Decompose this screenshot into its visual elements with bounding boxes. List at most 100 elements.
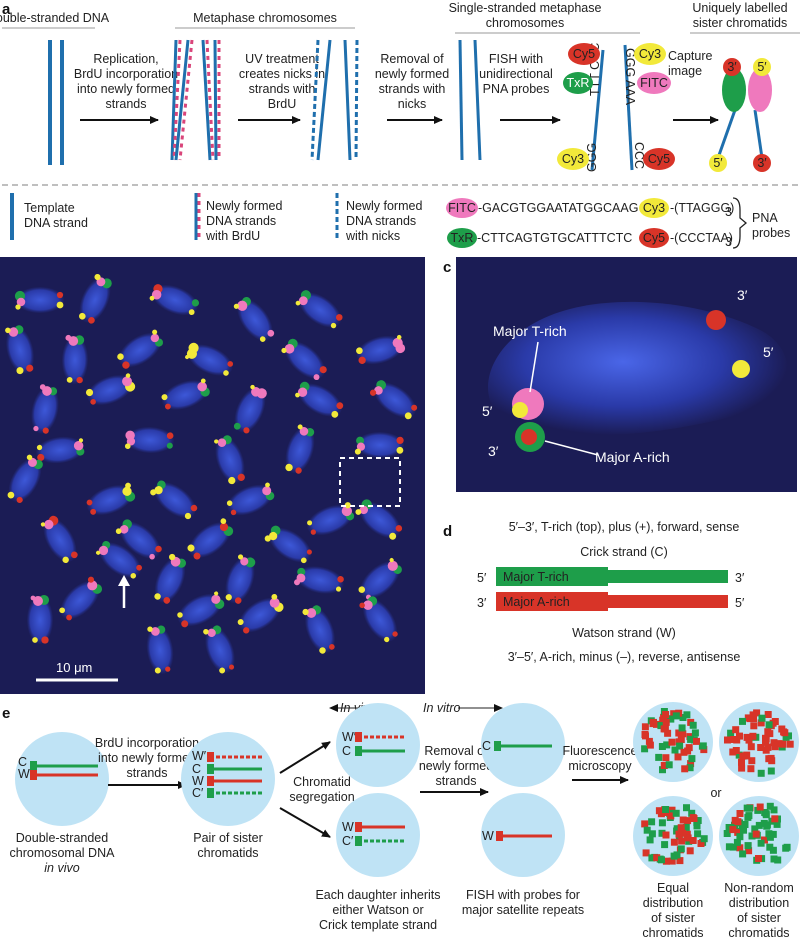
chromosome xyxy=(307,502,355,536)
square-mark xyxy=(752,830,760,838)
step1-line2: BrdU incorporation xyxy=(74,67,178,81)
step2-line2: creates nicks in xyxy=(239,67,325,81)
e-equal-3: of sister xyxy=(651,911,695,925)
chromosome xyxy=(354,431,404,459)
major-t-box xyxy=(496,567,608,586)
label-double-stranded-dna: Double-stranded DNA xyxy=(0,11,110,25)
e-fl-1: Fluorescence xyxy=(562,744,637,758)
square-mark xyxy=(758,714,766,722)
panel-b: b 10 μm xyxy=(0,257,425,694)
chromosome xyxy=(59,576,103,621)
square-mark xyxy=(757,769,765,777)
svg-text:Cy5: Cy5 xyxy=(573,47,595,61)
c-three-top: 3′ xyxy=(737,287,748,303)
square-mark xyxy=(774,856,782,864)
yellow-spot xyxy=(732,360,750,378)
e-w6: W xyxy=(482,829,494,843)
square-mark xyxy=(683,711,691,719)
square-mark xyxy=(645,737,653,745)
square-mark xyxy=(740,826,747,834)
chromosome xyxy=(61,334,89,384)
square-mark xyxy=(673,825,681,833)
e-nr-1: Non-random xyxy=(724,881,793,895)
svg-text:-GACGTGGAATATGGCAAG: -GACGTGGAATATGGCAAG xyxy=(478,201,638,215)
square-mark xyxy=(755,821,763,829)
chromosome xyxy=(214,435,245,485)
fitc-tag: FITC xyxy=(637,72,671,94)
sister-pair-circle xyxy=(181,732,275,826)
square-mark xyxy=(747,765,755,773)
e-pair-1: Pair of sister xyxy=(193,831,262,845)
svg-text:-CTTCAGTGTGCATTTCTC: -CTTCAGTGTGCATTTCTC xyxy=(477,231,632,245)
chromosome-spread xyxy=(5,273,418,674)
arrow xyxy=(279,807,331,838)
square-mark xyxy=(687,735,695,743)
square-mark xyxy=(736,732,743,740)
e-fl-2: microscopy xyxy=(568,759,632,773)
chromosome xyxy=(185,342,234,376)
legend-brdu-2: DNA strands xyxy=(206,214,276,228)
e-nr-4: chromatids xyxy=(728,926,789,940)
chromosome xyxy=(264,525,312,564)
svg-text:TxR: TxR xyxy=(567,76,590,90)
pna-label-2: probes xyxy=(752,226,790,240)
square-mark xyxy=(775,740,783,748)
square-mark xyxy=(641,745,649,753)
chromosome xyxy=(161,378,210,410)
chromosome xyxy=(225,554,256,604)
square-mark xyxy=(750,722,758,730)
red-spot xyxy=(706,310,726,330)
micrograph-background xyxy=(0,257,425,694)
svg-text:Cy3: Cy3 xyxy=(562,152,584,166)
legend-txr: TxR -CTTCAGTGTGCATTTCTC xyxy=(447,228,632,248)
ds-dna-circle xyxy=(15,732,109,826)
square-mark xyxy=(694,830,702,838)
square-mark xyxy=(683,830,691,838)
square-mark xyxy=(689,721,697,729)
square-mark xyxy=(771,718,779,725)
legend-cy3: Cy3 -(TTAGGG) 3 xyxy=(639,198,734,219)
square-mark xyxy=(781,729,789,737)
e-ds-2: chromosomal DNA xyxy=(10,846,116,860)
svg-text:-(TTAGGG): -(TTAGGG) xyxy=(670,201,734,215)
panel-d: d 5′–3′, T-rich (top), plus (+), forward… xyxy=(443,520,745,664)
square-mark xyxy=(691,729,699,737)
square-mark xyxy=(744,714,752,722)
square-mark xyxy=(673,851,681,859)
square-mark xyxy=(700,746,708,754)
step1-line3: into newly formed xyxy=(77,82,175,96)
d-five-right: 5′ xyxy=(735,596,745,610)
e-fish-2: major satellite repeats xyxy=(462,903,584,917)
svg-text:5′: 5′ xyxy=(757,60,767,74)
step4-line3: PNA probes xyxy=(483,82,550,96)
chromosome xyxy=(233,384,267,434)
panel-a: a Double-stranded DNA Metaphase chromoso… xyxy=(0,1,800,249)
e-wp: W′ xyxy=(192,749,207,763)
chromosome xyxy=(359,596,398,643)
label-metaphase-chromosomes: Metaphase chromosomes xyxy=(193,11,337,25)
svg-text:Cy5: Cy5 xyxy=(648,152,670,166)
chromosome xyxy=(177,591,225,628)
square-mark xyxy=(727,729,735,737)
square-mark xyxy=(766,730,774,738)
seq-ggg-aaa: GGG AAA xyxy=(623,48,637,106)
d-three-right: 3′ xyxy=(735,571,745,585)
c-five-left: 5′ xyxy=(482,403,493,419)
legend-cy5: Cy5 -(CCCTAA) 3 xyxy=(639,228,733,249)
square-mark xyxy=(683,804,690,812)
e-or: or xyxy=(710,786,721,800)
square-mark xyxy=(672,712,680,720)
svg-text:3′: 3′ xyxy=(757,156,767,170)
e-w-letter: W xyxy=(18,767,30,781)
svg-text:FITC: FITC xyxy=(640,76,668,90)
square-mark xyxy=(770,739,778,747)
square-mark xyxy=(782,844,790,852)
square-mark xyxy=(679,816,687,824)
legend-template-1: Template xyxy=(24,201,75,215)
zoom-box xyxy=(339,457,401,507)
square-mark xyxy=(735,751,743,759)
chromosome xyxy=(237,593,284,634)
square-mark xyxy=(690,815,698,822)
e-c3: C xyxy=(342,744,351,758)
e-w4: W xyxy=(342,820,354,834)
